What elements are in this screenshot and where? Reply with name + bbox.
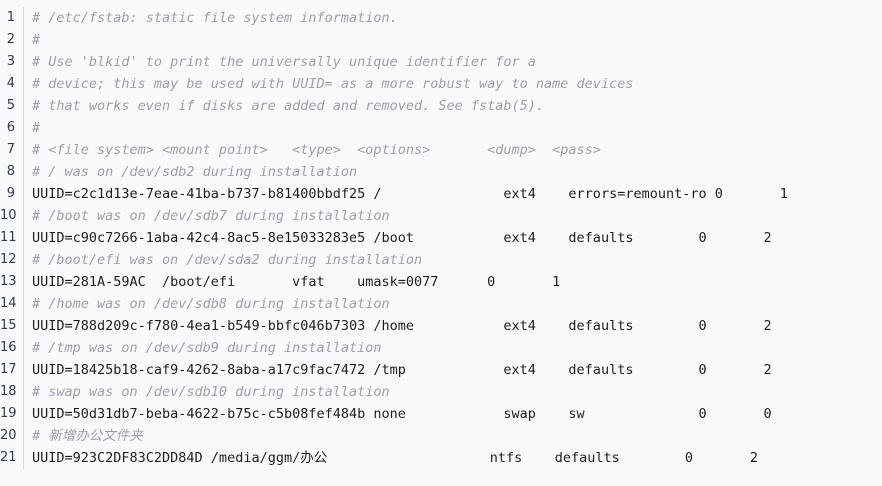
code-line-text: UUID=50d31db7-beba-4622-b75c-c5b08fef484… [32, 406, 772, 422]
gutter-separator [23, 359, 24, 381]
code-line[interactable]: 5 # that works even if disks are added an… [0, 95, 882, 117]
code-line[interactable]: 20 # 新增办公文件夹 [0, 425, 882, 447]
code-line[interactable]: 8 # / was on /dev/sdb2 during installatio… [0, 161, 882, 183]
comment-line-text: # Use 'blkid' to print the universally u… [32, 54, 536, 70]
code-line[interactable]: 6# [0, 117, 882, 139]
code-line[interactable]: 17 UUID=18425b18-caf9-4262-8aba-a17c9fac7… [0, 359, 882, 381]
gutter-separator [23, 337, 24, 359]
line-number: 16 [0, 340, 17, 355]
line-number: 2 [6, 32, 15, 47]
line-number: 14 [0, 296, 17, 311]
comment-line-text: # that works even if disks are added and… [32, 98, 545, 114]
comment-line-text: # /home was on /dev/sdb8 during installa… [32, 296, 390, 312]
code-line-text: UUID=c90c7266-1aba-42c4-8ac5-8e15033283e… [32, 230, 772, 246]
gutter-separator [23, 161, 24, 183]
code-line[interactable]: 10 # /boot was on /dev/sdb7 during instal… [0, 205, 882, 227]
comment-line-text: # /etc/fstab: static file system informa… [32, 10, 398, 26]
code-line[interactable]: 12 # /boot/efi was on /dev/sda2 during in… [0, 249, 882, 271]
line-number: 9 [6, 186, 15, 201]
comment-line-text: # 新增办公文件夹 [32, 428, 143, 444]
code-line[interactable]: 4 # device; this may be used with UUID= a… [0, 73, 882, 95]
code-line-text: UUID=c2c1d13e-7eae-41ba-b737-b81400bbdf2… [32, 186, 788, 202]
comment-line-text: # /tmp was on /dev/sdb9 during installat… [32, 340, 382, 356]
line-number: 4 [6, 76, 15, 91]
code-line[interactable]: 3 # Use 'blkid' to print the universally … [0, 51, 882, 73]
code-line[interactable]: 16 # /tmp was on /dev/sdb9 during install… [0, 337, 882, 359]
line-number: 21 [0, 450, 17, 465]
line-number: 5 [6, 98, 15, 113]
gutter-separator [23, 7, 24, 29]
gutter-separator [23, 425, 24, 447]
code-line[interactable]: 14 # /home was on /dev/sdb8 during instal… [0, 293, 882, 315]
code-line[interactable]: 19 UUID=50d31db7-beba-4622-b75c-c5b08fef4… [0, 403, 882, 425]
line-number: 15 [0, 318, 17, 333]
gutter-separator [23, 293, 24, 315]
code-line[interactable]: 7 # <file system> <mount point> <type> <o… [0, 139, 882, 161]
code-line-text: UUID=18425b18-caf9-4262-8aba-a17c9fac747… [32, 362, 772, 378]
line-number: 6 [6, 120, 15, 135]
code-line[interactable]: 15 UUID=788d209c-f780-4ea1-b549-bbfc046b7… [0, 315, 882, 337]
comment-line-text: # [32, 32, 41, 48]
code-line-text: UUID=788d209c-f780-4ea1-b549-bbfc046b730… [32, 318, 772, 334]
gutter-separator [23, 51, 24, 73]
code-line[interactable]: 13 UUID=281A-59AC /boot/efi vfat umask=00… [0, 271, 882, 293]
line-number: 11 [0, 230, 17, 245]
gutter-separator [23, 95, 24, 117]
code-line[interactable]: 11 UUID=c90c7266-1aba-42c4-8ac5-8e1503328… [0, 227, 882, 249]
code-line[interactable]: 2# [0, 29, 882, 51]
line-number: 7 [6, 142, 15, 157]
gutter-separator [23, 29, 24, 51]
gutter-separator [23, 73, 24, 95]
gutter-separator [23, 227, 24, 249]
comment-line-text: # <file system> <mount point> <type> <op… [32, 142, 601, 158]
line-number: 19 [0, 406, 17, 421]
gutter-separator [23, 403, 24, 425]
gutter-separator [23, 205, 24, 227]
gutter-separator [23, 117, 24, 139]
code-line[interactable]: 18 # swap was on /dev/sdb10 during instal… [0, 381, 882, 403]
gutter-separator [23, 381, 24, 403]
line-number: 12 [0, 252, 17, 267]
comment-line-text: # swap was on /dev/sdb10 during installa… [32, 384, 390, 400]
code-line[interactable]: 9 UUID=c2c1d13e-7eae-41ba-b737-b81400bbdf… [0, 183, 882, 205]
comment-line-text: # [32, 120, 41, 136]
line-number: 3 [6, 54, 15, 69]
code-line-text: UUID=281A-59AC /boot/efi vfat umask=0077… [32, 274, 561, 290]
code-line[interactable]: 21 UUID=923C2DF83C2DD84D /media/ggm/办公 nt… [0, 447, 882, 469]
line-number: 1 [6, 10, 15, 25]
comment-line-text: # / was on /dev/sdb2 during installation [32, 164, 358, 180]
line-number: 8 [6, 164, 15, 179]
gutter-separator [23, 447, 24, 469]
code-line-text: UUID=923C2DF83C2DD84D /media/ggm/办公 ntfs… [32, 450, 758, 466]
gutter-separator [23, 249, 24, 271]
gutter-separator [23, 271, 24, 293]
line-number: 10 [0, 208, 17, 223]
code-lines-container: 1 # /etc/fstab: static file system inform… [0, 7, 882, 469]
line-number: 18 [0, 384, 17, 399]
comment-line-text: # /boot was on /dev/sdb7 during installa… [32, 208, 390, 224]
comment-line-text: # /boot/efi was on /dev/sda2 during inst… [32, 252, 423, 268]
comment-line-text: # device; this may be used with UUID= as… [32, 76, 634, 92]
gutter-separator [23, 315, 24, 337]
line-number: 13 [0, 274, 17, 289]
line-number: 17 [0, 362, 17, 377]
line-number: 20 [0, 428, 17, 443]
code-line[interactable]: 1 # /etc/fstab: static file system inform… [0, 7, 882, 29]
gutter-separator [23, 139, 24, 161]
gutter-separator [23, 183, 24, 205]
